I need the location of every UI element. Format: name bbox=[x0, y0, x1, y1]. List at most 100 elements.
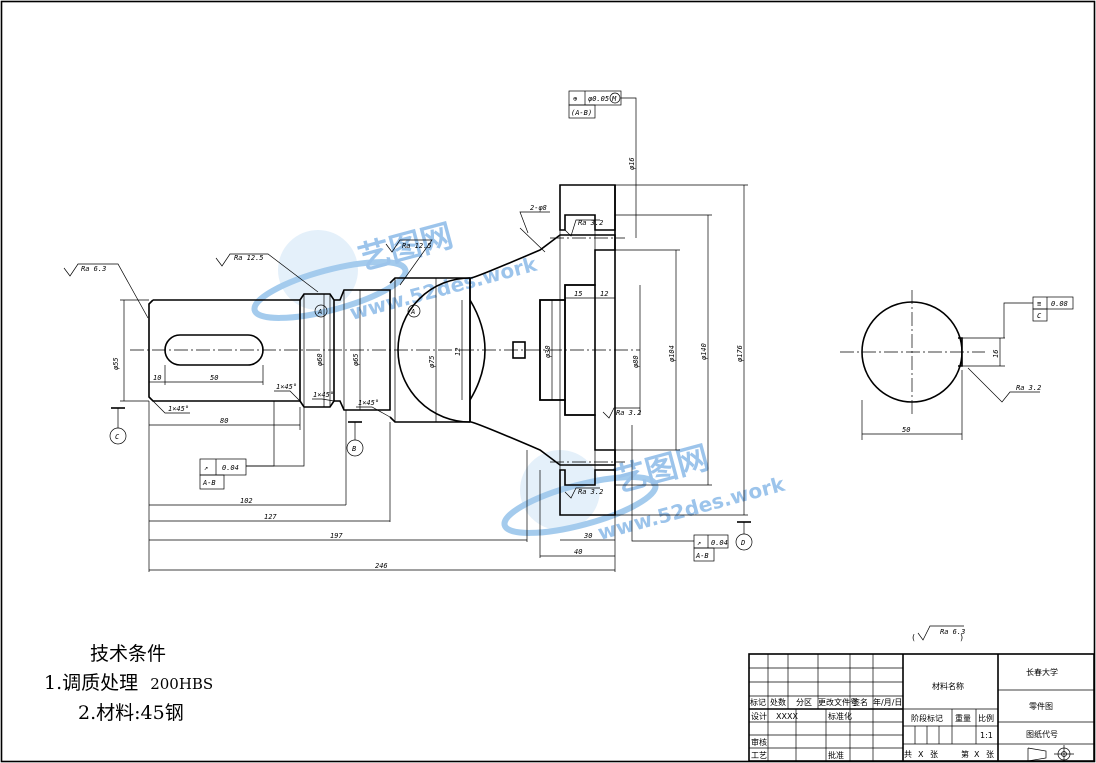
tb-process: 工艺 bbox=[751, 751, 767, 760]
tb-approve: 批准 bbox=[828, 750, 844, 760]
tb-standardize: 标准化 bbox=[828, 711, 852, 721]
dim-dia80: φ80 bbox=[632, 355, 640, 368]
tech-item1-row: 1.调质处理 200HBS bbox=[44, 669, 213, 699]
tb-design-name: XXXX bbox=[776, 712, 798, 721]
tb-zone: 分区 bbox=[796, 698, 812, 707]
dim-hole-dia: φ16 bbox=[628, 157, 636, 170]
dim-12b: 12 bbox=[454, 348, 462, 356]
roughness-r1: Ra 6.3 bbox=[81, 265, 106, 273]
key-section: 50 16 ≡ 0.08 C Ra 3.2 bbox=[840, 290, 1074, 440]
svg-text:): ) bbox=[960, 633, 963, 642]
position-datum: (A-B) bbox=[571, 109, 592, 117]
datum-b: B bbox=[352, 445, 356, 453]
tb-sheet-label2: 张 bbox=[986, 750, 994, 759]
chamfer-3: 1×45° bbox=[313, 391, 334, 399]
tb-date: 年/月/日 bbox=[873, 697, 902, 707]
tb-drawing-code: 图纸代号 bbox=[1026, 729, 1058, 739]
tech-item1: 1.调质处理 bbox=[44, 672, 139, 694]
sym-value: 0.08 bbox=[1051, 300, 1068, 308]
datum-d: D bbox=[740, 539, 745, 547]
tb-total: 共 bbox=[904, 750, 912, 759]
chamfer-notes: 1×45° 1×45° 1×45° 1×45° 2-φ8 bbox=[152, 204, 550, 418]
datum-a2: A bbox=[410, 308, 415, 316]
tb-weight: 重量 bbox=[955, 713, 971, 723]
dim-12: 12 bbox=[600, 290, 608, 298]
dim-dia140: φ140 bbox=[700, 343, 708, 360]
runout1-datum: A-B bbox=[202, 479, 216, 487]
runout2-symbol: ↗ bbox=[697, 539, 701, 547]
runout2-datum: A-B bbox=[695, 552, 709, 560]
tb-scale: 比例 bbox=[978, 713, 994, 723]
tb-sign: 签名 bbox=[852, 697, 868, 707]
projection-symbol-icon bbox=[1027, 745, 1074, 762]
tb-sheet-label1: 张 bbox=[930, 750, 938, 759]
roughness-r2: Ra 12.5 bbox=[234, 254, 264, 262]
chamfer-2: 1×45° bbox=[276, 383, 297, 391]
tb-scale-value: 1:1 bbox=[980, 731, 993, 740]
datum-a1: A bbox=[317, 308, 322, 316]
roughness-r5: Ra 3.2 bbox=[616, 409, 641, 417]
tb-stage-mark: 阶段标记 bbox=[911, 713, 943, 723]
runout1-value: 0.04 bbox=[222, 464, 239, 472]
tb-sheet-x1: X bbox=[918, 750, 924, 759]
dim-15: 15 bbox=[574, 290, 582, 298]
dim-246: 246 bbox=[375, 562, 388, 570]
dim-dia75: φ75 bbox=[428, 355, 436, 368]
dim-80: 80 bbox=[220, 417, 228, 425]
diameter-dimensions: φ55 φ60 φ65 φ75 12 φ30 φ80 φ104 φ140 φ17… bbox=[112, 110, 748, 516]
roughness-r3: Ra 12.5 bbox=[402, 242, 432, 250]
position-modifier: M bbox=[611, 95, 617, 103]
general-roughness: ( Ra 6.3 ) bbox=[912, 625, 965, 642]
tech-title: 技术条件 bbox=[90, 643, 167, 665]
dim-10: 10 bbox=[153, 374, 161, 382]
runout2-value: 0.04 bbox=[711, 539, 728, 547]
dim-dia55: φ55 bbox=[112, 357, 120, 370]
dim-127: 127 bbox=[264, 513, 277, 521]
dim-102: 102 bbox=[240, 497, 253, 505]
holes-note: 2-φ8 bbox=[530, 204, 547, 212]
dim-section-depth: 16 bbox=[992, 350, 1000, 358]
datum-markers: C B D A A bbox=[109, 304, 753, 551]
dim-section-width: 50 bbox=[902, 426, 910, 434]
tb-nth: 第 bbox=[961, 749, 969, 759]
tb-change-doc: 更改文件号 bbox=[818, 697, 858, 707]
horizontal-dimensions: 80 102 127 197 246 30 40 10 50 15 12 bbox=[148, 290, 616, 572]
dim-dia60: φ60 bbox=[316, 353, 324, 366]
runout1-symbol: ↗ bbox=[204, 464, 208, 472]
dim-dia65: φ65 bbox=[352, 353, 360, 366]
roughness-r7: Ra 3.2 bbox=[1016, 384, 1041, 392]
dim-dia104: φ104 bbox=[668, 345, 676, 362]
roughness-r6: Ra 3.2 bbox=[578, 488, 603, 496]
tb-sheet-x2: X bbox=[974, 750, 980, 759]
gdt-frames: ⊕ φ0.05 M (A-B) ↗ 0.04 A-B ↗ 0.04 A-B bbox=[199, 90, 729, 562]
svg-text:(: ( bbox=[912, 633, 915, 642]
position-value: φ0.05 bbox=[588, 95, 609, 103]
tb-count: 处数 bbox=[770, 697, 786, 707]
tech-requirements: 技术条件 1.调质处理 200HBS 2.材料:45钢 bbox=[44, 640, 213, 728]
chamfer-1: 1×45° bbox=[168, 405, 189, 413]
watermark-brand-bottom: 艺图网 bbox=[610, 438, 713, 500]
tb-design: 设计 bbox=[751, 711, 767, 721]
gear-section bbox=[397, 184, 625, 516]
dim-dia176: φ176 bbox=[736, 345, 744, 362]
dim-40: 40 bbox=[574, 548, 582, 556]
tb-school: 长春大学 bbox=[1026, 667, 1058, 677]
tb-mark: 标记 bbox=[750, 697, 766, 707]
tech-item2: 2.材料:45钢 bbox=[78, 702, 184, 724]
dim-197: 197 bbox=[330, 532, 343, 540]
dim-dia30: φ30 bbox=[544, 345, 552, 358]
dim-30: 30 bbox=[583, 532, 592, 540]
shaft-outline bbox=[130, 277, 640, 423]
tb-material: 材料名称 bbox=[932, 681, 964, 691]
position-symbol: ⊕ bbox=[573, 95, 578, 103]
title-block: 标记 处数 分区 更改文件号 签名 年/月/日 设计 XXXX 标准化 审核 工… bbox=[748, 653, 1095, 762]
chamfer-4: 1×45° bbox=[358, 399, 379, 407]
sym-datum: C bbox=[1037, 312, 1042, 320]
tech-item1-value: 200HBS bbox=[150, 675, 214, 693]
sym-symbol: ≡ bbox=[1037, 300, 1041, 308]
tb-review: 审核 bbox=[751, 737, 767, 747]
datum-c: C bbox=[115, 433, 120, 441]
roughness-symbols: Ra 6.3 Ra 12.5 Ra 12.5 Ra 3.2 Ra 3.2 Ra … bbox=[63, 219, 641, 499]
